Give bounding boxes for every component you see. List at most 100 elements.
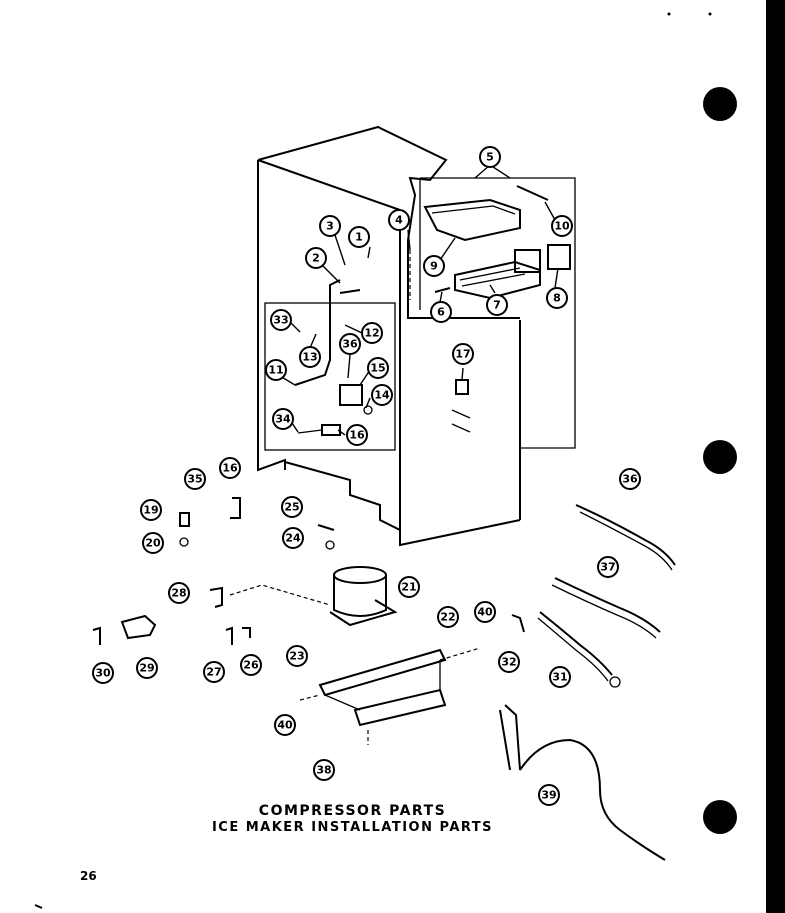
svg-text:3: 3 <box>326 220 334 233</box>
svg-text:9: 9 <box>430 260 438 273</box>
plate-dashed <box>439 647 481 661</box>
svg-text:24: 24 <box>285 532 301 545</box>
callout-28: 28 <box>168 582 190 604</box>
bracket-16 <box>230 497 241 519</box>
callout-3: 3 <box>319 215 341 237</box>
svg-text:17: 17 <box>455 348 470 361</box>
svg-text:31: 31 <box>552 671 567 684</box>
svg-text:6: 6 <box>437 306 445 319</box>
svg-text:36: 36 <box>342 338 358 351</box>
harness-37b <box>551 584 657 639</box>
svg-text:28: 28 <box>171 587 186 600</box>
callout-19: 19 <box>140 499 162 521</box>
callout-2: 2 <box>305 247 327 269</box>
relay-block <box>120 614 157 640</box>
svg-text:36: 36 <box>622 473 638 486</box>
harness-31 <box>539 611 613 676</box>
callout-14: 14 <box>371 384 393 406</box>
small-rod-part <box>434 287 451 293</box>
callout-1: 1 <box>348 226 370 248</box>
clip-part <box>92 626 101 645</box>
callout-23: 23 <box>286 645 308 667</box>
callout-10: 10 <box>551 215 573 237</box>
svg-text:40: 40 <box>277 719 293 732</box>
svg-text:23: 23 <box>289 650 304 663</box>
svg-text:37: 37 <box>600 561 615 574</box>
ice-bin <box>423 198 521 242</box>
callout-29: 29 <box>136 657 158 679</box>
svg-text:25: 25 <box>284 501 299 514</box>
svg-text:13: 13 <box>302 351 317 364</box>
diagram-title-line-1: COMPRESSOR PARTS <box>258 803 447 819</box>
bracket-part <box>225 626 251 645</box>
base-plate <box>318 648 447 727</box>
speck <box>708 12 712 16</box>
screw-25 <box>317 524 335 531</box>
clip-32 <box>511 614 525 633</box>
callout-12: 12 <box>361 322 383 344</box>
harness-31-end <box>609 676 621 688</box>
diagram-title-line-2: ICE MAKER INSTALLATION PARTS <box>211 820 494 835</box>
ice-maker-box <box>419 177 576 449</box>
panel-part <box>547 244 571 270</box>
tube-part-2 <box>339 289 361 294</box>
nut-24 <box>325 540 335 550</box>
callout-27: 27 <box>203 661 225 683</box>
callout-11: 11 <box>265 359 287 381</box>
svg-text:2: 2 <box>312 252 320 265</box>
harness-37 <box>554 577 661 633</box>
punch-hole-middle <box>703 440 737 474</box>
svg-text:38: 38 <box>316 764 331 777</box>
callout-32: 32 <box>498 651 520 673</box>
cabinet-outline <box>257 125 521 547</box>
punch-hole-top <box>703 87 737 121</box>
callout-22: 22 <box>437 606 459 628</box>
clamp-part <box>209 586 223 608</box>
callout-5: 5 <box>479 146 501 168</box>
ice-valve <box>451 379 471 433</box>
callout-24: 24 <box>282 527 304 549</box>
svg-text:35: 35 <box>187 473 202 486</box>
callout-9: 9 <box>423 255 445 277</box>
callout-36-a: 36 <box>339 333 361 355</box>
page-number: 26 <box>80 869 97 883</box>
callout-13: 13 <box>299 346 321 368</box>
callout-4: 4 <box>388 209 410 231</box>
callout-7: 7 <box>486 294 508 316</box>
harness-36b <box>579 511 673 571</box>
svg-text:8: 8 <box>553 292 561 305</box>
svg-text:40: 40 <box>477 606 493 619</box>
svg-text:12: 12 <box>364 327 379 340</box>
binding-edge <box>766 0 785 913</box>
grommet-part <box>179 537 189 547</box>
callout-17: 17 <box>452 343 474 365</box>
svg-text:26: 26 <box>243 659 259 672</box>
callout-16-b: 16 <box>219 457 241 479</box>
corner-mark <box>34 904 43 909</box>
svg-text:14: 14 <box>374 389 390 402</box>
harness-36 <box>575 504 676 566</box>
svg-text:30: 30 <box>95 667 111 680</box>
callout-40-b: 40 <box>274 714 296 736</box>
svg-text:34: 34 <box>275 413 291 426</box>
svg-text:7: 7 <box>493 299 501 312</box>
valve-assembly <box>297 384 373 436</box>
compressor-dashed <box>229 584 331 606</box>
callout-33: 33 <box>270 309 292 331</box>
callout-37: 37 <box>597 556 619 578</box>
callout-26: 26 <box>240 654 262 676</box>
callout-25: 25 <box>281 496 303 518</box>
callout-20: 20 <box>142 532 164 554</box>
svg-text:19: 19 <box>143 504 158 517</box>
speck <box>667 12 671 16</box>
callout-34: 34 <box>272 408 294 430</box>
callout-8: 8 <box>546 287 568 309</box>
svg-text:5: 5 <box>486 151 494 164</box>
callout-16-a: 16 <box>346 424 368 446</box>
callout-6: 6 <box>430 301 452 323</box>
svg-text:1: 1 <box>355 231 363 244</box>
callout-36-b: 36 <box>619 468 641 490</box>
svg-text:15: 15 <box>370 362 385 375</box>
tube-part <box>294 279 341 386</box>
